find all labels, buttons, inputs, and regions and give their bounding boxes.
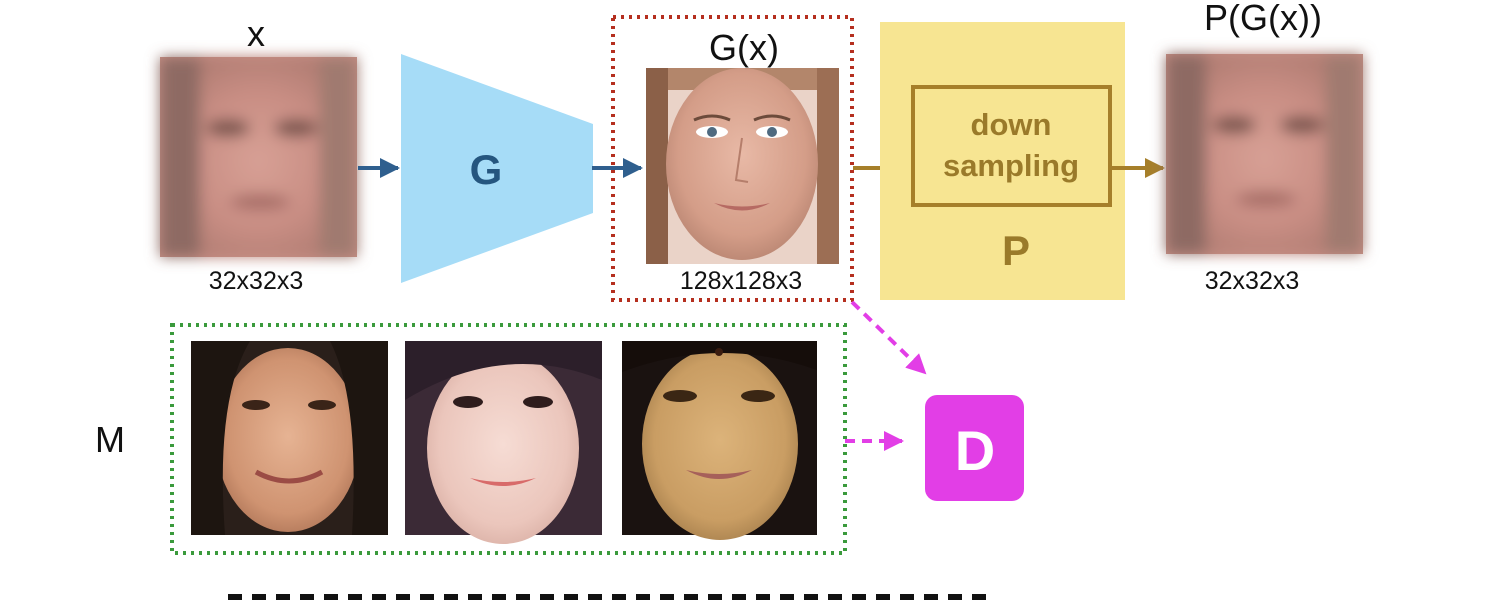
- discriminator-box: [925, 395, 1024, 501]
- real-set-label: M: [95, 419, 125, 460]
- blurred-face-photo-input: [160, 57, 357, 257]
- face-photo-real-3: [622, 341, 817, 540]
- sharp-face-photo-generated: [646, 68, 839, 264]
- discriminator-label: D: [955, 419, 995, 482]
- generator-trapezoid: [401, 54, 593, 283]
- generated-highlight-box: [611, 15, 854, 302]
- input-label: x: [247, 13, 265, 54]
- downsampling-box-line2: sampling: [943, 148, 1079, 183]
- generated-dims: 128x128x3: [680, 267, 802, 295]
- face-photo-real-2: [405, 341, 602, 544]
- output-dims: 32x32x3: [1205, 267, 1300, 295]
- generated-label: G(x): [709, 27, 779, 68]
- generator-label: G: [470, 146, 503, 193]
- input-dims: 32x32x3: [209, 267, 304, 295]
- downsampler-label: P: [1002, 227, 1030, 274]
- arrow-generated-to-discriminator: [850, 300, 927, 375]
- downsampling-box: [911, 85, 1112, 207]
- output-label: P(G(x)): [1204, 0, 1322, 38]
- face-photo-real-1: [191, 341, 388, 535]
- downsampler-panel: [880, 22, 1125, 300]
- downsampling-box-line1: down: [971, 107, 1052, 142]
- blurred-face-photo-output: [1166, 54, 1363, 254]
